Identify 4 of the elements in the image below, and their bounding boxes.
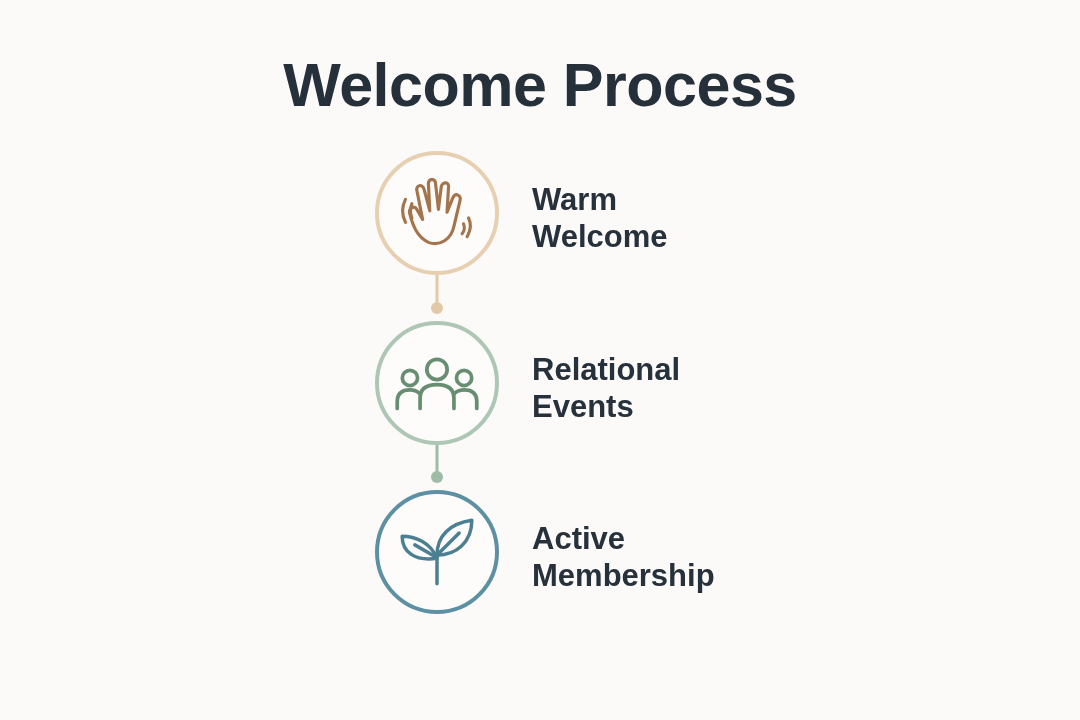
title: Welcome Process: [283, 50, 797, 120]
step-label: Warm Welcome: [532, 181, 669, 255]
step-label: Relational Events: [532, 351, 682, 425]
step-label: Active Membership: [532, 520, 716, 594]
